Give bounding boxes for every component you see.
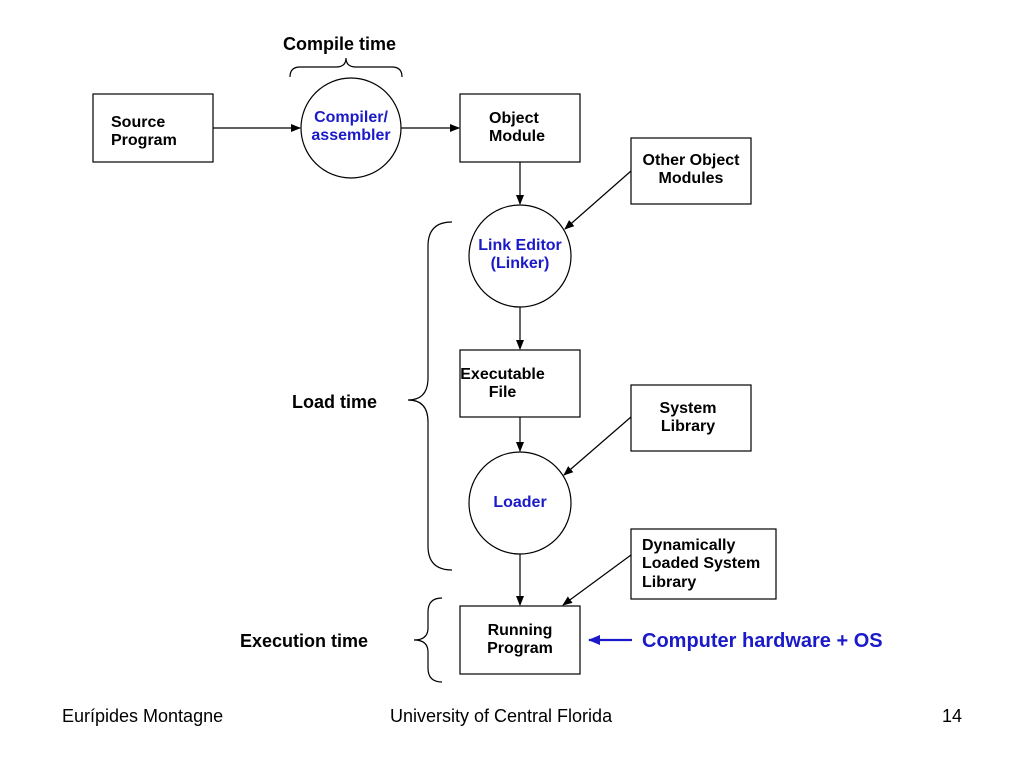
arrow-system-library-to-loader [563,416,632,476]
compile-time-brace [289,57,403,78]
arrow-dynamic-to-running [562,554,632,606]
source-program-box [92,93,214,163]
link-editor-label: Link Editor(Linker) [478,237,562,273]
object-module-box [459,93,581,163]
other-object-modules-box [630,137,752,205]
load-time-label: Load time [292,392,378,412]
footer-page-number: 14 [942,706,963,726]
compiler-label: Compiler/assembler [311,109,391,145]
compile-time-label: Compile time [283,34,397,54]
running-program-box [459,605,581,675]
arrow-other-to-linker [564,170,632,230]
dynamic-library-box [630,528,777,600]
footer-author: Eurípides Montagne [62,706,224,726]
hardware-note: Computer hardware + OS [642,630,883,652]
execution-time-label: Execution time [240,631,369,651]
footer-institution: University of Central Florida [390,706,613,726]
system-library-box [630,384,752,452]
execution-time-brace [413,597,443,683]
load-time-brace [407,221,453,571]
executable-file-box [459,349,581,418]
loader-label: Loader [493,494,547,511]
